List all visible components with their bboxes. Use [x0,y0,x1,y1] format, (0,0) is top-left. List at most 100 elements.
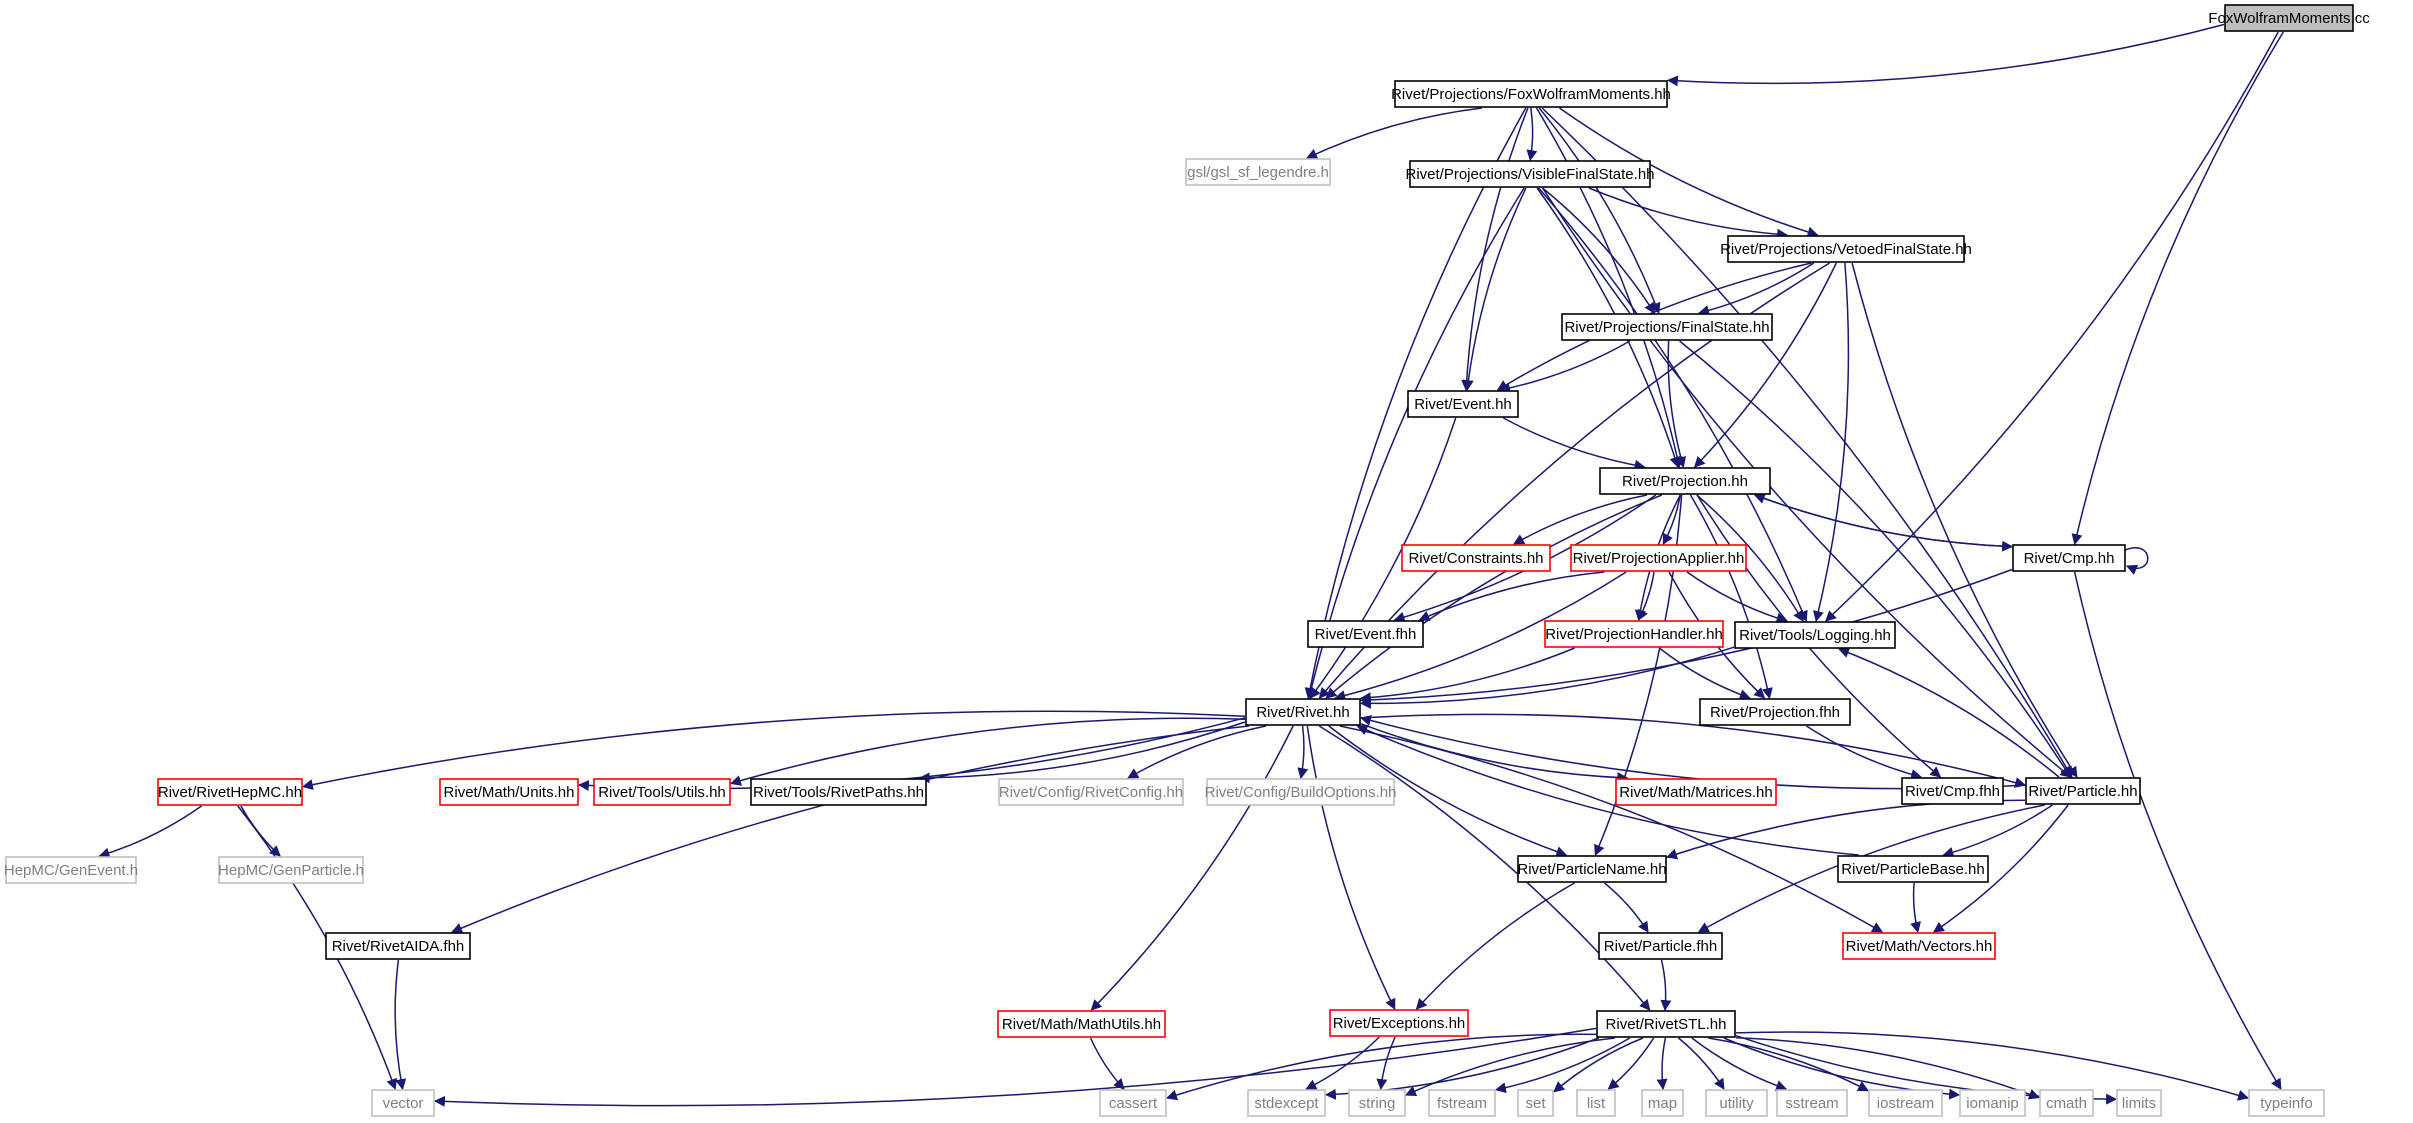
node-label: sstream [1785,1095,1838,1112]
node-rivet-math-units-hh[interactable]: Rivet/Math/Units.hh [439,778,579,806]
node-label: vector [383,1095,424,1112]
node-rivet-tools-utils-hh[interactable]: Rivet/Tools/Utils.hh [593,778,731,806]
node-rivet-rivethepmc-hh[interactable]: Rivet/RivetHepMC.hh [157,778,303,806]
edge-projhandler-to-rivet_hh [1359,647,1575,704]
node-box [218,856,364,884]
node-rivet-event-hh[interactable]: Rivet/Event.hh [1407,390,1519,418]
node-box [1901,777,2004,805]
node-cassert: cassert [1099,1089,1167,1117]
node-box [1570,544,1747,572]
edge-rivet_hh-to-rivetpaths [918,721,1246,784]
node-box [1544,620,1724,648]
edge-rivet_hh-to-rivetaida [451,725,1249,934]
node-rivet-projections-finalstate-hh[interactable]: Rivet/Projections/FinalState.hh [1561,313,1773,341]
node-rivet-rivetaida-fhh[interactable]: Rivet/RivetAIDA.fhh [325,932,471,960]
node-rivet-projection-fhh[interactable]: Rivet/Projection.fhh [1699,698,1851,726]
node-label: Rivet/Cmp.hh [2024,550,2115,567]
edge-fs-to-particle_hh [1679,340,2072,778]
edge-mathutils-to-cassert [1089,1037,1125,1090]
edge-fwm_cc-to-cmp_hh [2071,31,2284,546]
edge-rivetstl-to-vector [433,1027,1597,1107]
node-box [1598,932,1723,960]
node-rivet-projections-visiblefinalstate-hh[interactable]: Rivet/Projections/VisibleFinalState.hh [1405,160,1655,188]
node-rivet-exceptions-hh[interactable]: Rivet/Exceptions.hh [1329,1009,1469,1037]
node-rivet-projections-foxwolframmoments-hh[interactable]: Rivet/Projections/FoxWolframMoments.hh [1391,80,1671,108]
node-label: list [1587,1095,1606,1112]
edge-vfs-to-logging [1538,187,1808,623]
edge-rivet_hh-to-utils [729,717,1246,786]
edge-projection_hh-to-constraints [1513,494,1648,545]
edge-particlename-to-exceptions [1415,882,1575,1010]
node-rivet-particlebase-hh[interactable]: Rivet/ParticleBase.hh [1837,855,1989,883]
edge-particle_hh-to-particlebase [1942,804,2053,858]
node-box [1245,698,1361,726]
node-map: map [1641,1089,1684,1117]
node-rivet-particle-hh[interactable]: Rivet/Particle.hh [2025,777,2141,805]
node-label: Rivet/RivetHepMC.hh [158,784,302,801]
edge-vetoed-to-logging [1813,262,1850,623]
edge-fwm_hh-to-fs [1538,107,1661,315]
edge-rivet_hh-to-exceptions [1306,725,1396,1010]
node-vector: vector [371,1089,435,1117]
edge-fwm_cc-to-fwm_hh [1666,23,2225,87]
node-rivet-particle-fhh[interactable]: Rivet/Particle.fhh [1598,932,1723,960]
node-label: fstream [1437,1095,1487,1112]
node-box [325,932,471,960]
edge-rivethepmc-to-genevent [98,805,202,859]
edge-event_hh-to-rivet_hh [1309,417,1457,699]
node-rivet-tools-logging-hh[interactable]: Rivet/Tools/Logging.hh [1734,621,1896,649]
node-box [1599,467,1771,495]
node-rivet-cmp-fhh[interactable]: Rivet/Cmp.fhh [1901,777,2004,805]
node-box [1099,1089,1167,1117]
node-box [1734,621,1896,649]
edge-particle_hh-to-particle_fhh [1697,804,2045,933]
node-rivet-projectionapplier-hh[interactable]: Rivet/ProjectionApplier.hh [1570,544,1747,572]
node-box [1407,390,1519,418]
node-iostream: iostream [1868,1089,1943,1117]
node-rivet-math-matrices-hh[interactable]: Rivet/Math/Matrices.hh [1615,778,1777,806]
node-box [1727,235,1965,263]
node-label: gsl/gsl_sf_legendre.h [1187,164,1329,181]
edge-fwm_hh-to-projection_hh [1535,107,1683,469]
node-rivet-rivetstl-hh[interactable]: Rivet/RivetSTL.hh [1596,1010,1736,1038]
edge-rivet_hh-to-units [577,717,1246,791]
node-hepmc-genevent-h: HepMC/GenEvent.h [4,856,138,884]
node-rivet-projectionhandler-hh[interactable]: Rivet/ProjectionHandler.hh [1544,620,1724,648]
node-sstream: sstream [1776,1089,1848,1117]
edge-fwm_hh-to-gsl [1306,107,1483,159]
node-foxwolframmoments-cc[interactable]: FoxWolframMoments.cc [2208,4,2370,32]
node-label: Rivet/Projections/FoxWolframMoments.hh [1391,86,1671,103]
node-label: Rivet/RivetSTL.hh [1606,1016,1727,1033]
node-box [1699,698,1851,726]
node-rivet-cmp-hh[interactable]: Rivet/Cmp.hh [2012,544,2126,572]
node-box [1615,778,1777,806]
edge-projapplier-to-event_fhh [1418,571,1605,622]
node-rivet-math-vectors-hh[interactable]: Rivet/Math/Vectors.hh [1842,932,1996,960]
edge-event_hh-to-projection_hh [1503,417,1646,471]
node-list: list [1576,1089,1616,1117]
node-box [157,778,303,806]
node-label: Rivet/Constraints.hh [1408,550,1543,567]
edge-fs-to-projection_hh [1667,340,1686,469]
node-rivet-projections-vetoedfinalstate-hh[interactable]: Rivet/Projections/VetoedFinalState.hh [1720,235,1972,263]
node-box [439,778,579,806]
node-label: Rivet/Particle.fhh [1604,938,1717,955]
node-label: string [1359,1095,1396,1112]
node-label: Rivet/Projections/VisibleFinalState.hh [1405,166,1654,183]
node-rivet-constraints-hh[interactable]: Rivet/Constraints.hh [1401,544,1551,572]
node-label: Rivet/Event.fhh [1315,626,1417,643]
node-utility: utility [1705,1089,1768,1117]
node-rivet-tools-rivetpaths-hh[interactable]: Rivet/Tools/RivetPaths.hh [750,778,927,806]
edge-vfs-to-vetoed [1588,187,1789,240]
node-box [1705,1089,1768,1117]
node-rivet-event-fhh[interactable]: Rivet/Event.fhh [1307,620,1424,648]
node-rivet-projection-hh[interactable]: Rivet/Projection.hh [1599,467,1771,495]
node-label: Rivet/Exceptions.hh [1333,1015,1466,1032]
node-rivet-rivet-hh[interactable]: Rivet/Rivet.hh [1245,698,1361,726]
node-box [1185,158,1331,186]
node-limits: limits [2116,1089,2162,1117]
node-box [1348,1089,1406,1117]
node-rivet-particlename-hh[interactable]: Rivet/ParticleName.hh [1517,855,1667,883]
node-box [1868,1089,1943,1117]
node-rivet-math-mathutils-hh[interactable]: Rivet/Math/MathUtils.hh [997,1010,1166,1038]
